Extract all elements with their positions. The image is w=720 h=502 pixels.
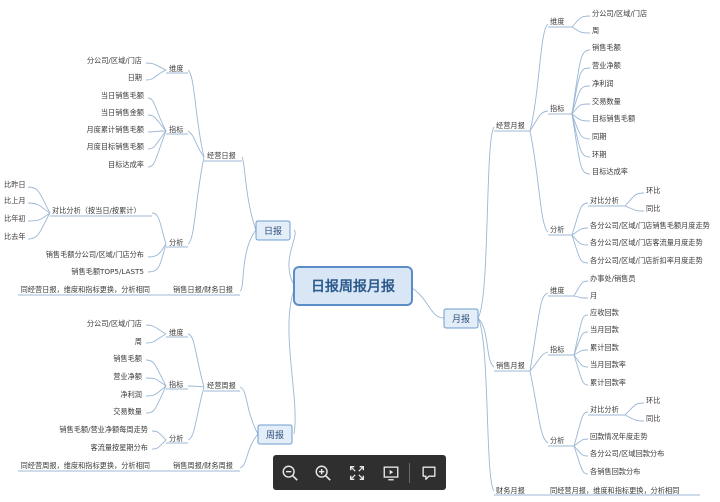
daily-metric-item[interactable]: 月度目标销售毛额 xyxy=(86,142,144,151)
daily-metric-branch[interactable]: 指标 xyxy=(169,125,183,134)
monthly-compare-analysis[interactable]: 对比分析 xyxy=(590,196,619,205)
daily-metric-item[interactable]: 目标达成率 xyxy=(108,160,144,169)
monthly-sales-metric-item[interactable]: 累计回款 xyxy=(590,343,619,352)
monthly-analysis-item[interactable]: 各分公司/区域/门店销售毛额月度走势 xyxy=(590,221,710,230)
monthly-metric-branch[interactable]: 指标 xyxy=(550,104,564,113)
comment-button[interactable] xyxy=(412,455,446,490)
daily-branch: 经营日报 维度 指标 分析 分公司/区域/门店 日期 当日销售毛额 当日销售金额… xyxy=(4,56,236,294)
monthly-sales-metric-item[interactable]: 应收回款 xyxy=(590,308,619,317)
zoom-out-icon xyxy=(282,465,298,481)
monthly-sales-analysis-item[interactable]: 各分公司/区域回款分布 xyxy=(590,449,664,458)
monthly-sales-metric-item[interactable]: 当月回款率 xyxy=(590,360,626,369)
daily-analysis-branch[interactable]: 分析 xyxy=(169,238,183,247)
fit-screen-icon xyxy=(349,465,365,480)
present-button[interactable] xyxy=(374,455,408,490)
daily-dim-branch[interactable]: 维度 xyxy=(169,64,183,73)
monthly-sales-analysis-item[interactable]: 回款情况年度走势 xyxy=(590,432,648,441)
weekly-fin-note[interactable]: 同经营周报，维度和指标更换，分析相同 xyxy=(21,461,150,470)
daily-compare-item[interactable]: 比昨日 xyxy=(4,180,26,189)
daily-dim-item[interactable]: 日期 xyxy=(128,73,142,82)
monthly-metric-item[interactable]: 环期 xyxy=(592,150,606,159)
daily-analysis-item[interactable]: 销售毛额分公司/区域/门店分布 xyxy=(46,250,144,259)
fit-screen-button[interactable] xyxy=(340,455,374,490)
monthly-analysis-item[interactable]: 各分公司/区域/门店客流量月度走势 xyxy=(590,238,703,247)
daily-fin-note[interactable]: 同经营日报，维度和指标更换，分析相同 xyxy=(21,285,150,294)
monthly-fin-branch[interactable]: 财务月报 xyxy=(496,486,525,495)
monthly-analysis-branch[interactable]: 分析 xyxy=(550,225,564,234)
weekly-metric-item[interactable]: 净利润 xyxy=(120,390,142,399)
weekly-analysis-branch[interactable]: 分析 xyxy=(169,434,183,443)
comment-icon xyxy=(422,465,436,480)
viewer-toolbar xyxy=(273,455,446,490)
monthly-metric-item[interactable]: 目标达成率 xyxy=(592,167,628,176)
monthly-mgmt-branch[interactable]: 经营月报 xyxy=(496,121,525,130)
monthly-sales-metric-item[interactable]: 当月回款 xyxy=(590,325,619,334)
weekly-analysis-item[interactable]: 客流量按星期分布 xyxy=(90,443,148,452)
daily-metric-item[interactable]: 月度累计销售毛额 xyxy=(86,125,144,134)
daily-metric-item[interactable]: 当日销售毛额 xyxy=(101,91,144,100)
daily-compare-item[interactable]: 比上月 xyxy=(4,196,26,205)
monthly-sales-analysis-item[interactable]: 各销售回款分布 xyxy=(590,467,640,476)
monthly-sales-compare-item[interactable]: 同比 xyxy=(646,414,660,423)
monthly-metric-item[interactable]: 净利润 xyxy=(592,79,614,88)
daily-root-node[interactable]: 日报 xyxy=(255,220,291,241)
monthly-metric-item[interactable]: 交易数量 xyxy=(592,97,621,106)
monthly-sales-dim-item[interactable]: 月 xyxy=(590,291,597,300)
daily-fin-branch[interactable]: 销售日报/财务日报 xyxy=(173,285,233,294)
monthly-sales-analysis-branch[interactable]: 分析 xyxy=(550,436,564,445)
daily-compare-analysis[interactable]: 对比分析（按当日/按累计） xyxy=(52,206,141,215)
weekly-metric-branch[interactable]: 指标 xyxy=(169,380,183,389)
weekly-mgmt-branch[interactable]: 经营周报 xyxy=(207,381,236,390)
monthly-fin-note[interactable]: 同经营月报，维度和指标更换，分析相同 xyxy=(550,486,679,495)
zoom-in-button[interactable] xyxy=(307,455,341,490)
monthly-sales-dim-branch[interactable]: 维度 xyxy=(550,286,564,295)
monthly-dim-branch[interactable]: 维度 xyxy=(550,17,564,26)
daily-compare-item[interactable]: 比去年 xyxy=(4,232,26,241)
daily-compare-item[interactable]: 比年初 xyxy=(4,214,26,223)
daily-analysis-item[interactable]: 销售毛额TOP5/LAST5 xyxy=(71,267,144,276)
monthly-metric-item[interactable]: 营业净额 xyxy=(592,61,621,70)
toolbar-divider xyxy=(409,462,411,483)
monthly-dim-item[interactable]: 分公司/区域/门店 xyxy=(592,9,647,18)
weekly-metric-item[interactable]: 营业净额 xyxy=(113,372,142,381)
weekly-metric-item[interactable]: 交易数量 xyxy=(113,407,142,416)
zoom-out-button[interactable] xyxy=(273,455,307,490)
connector-lines xyxy=(18,15,700,496)
daily-mgmt-branch[interactable]: 经营日报 xyxy=(207,151,236,160)
monthly-sales-metric-item[interactable]: 累计回款率 xyxy=(590,378,626,387)
present-icon xyxy=(383,465,399,480)
weekly-metric-item[interactable]: 销售毛额 xyxy=(113,354,142,363)
central-title: 日报周报月报 xyxy=(311,279,395,295)
monthly-metric-item[interactable]: 目标销售毛额 xyxy=(592,114,635,123)
weekly-dim-item[interactable]: 周 xyxy=(135,337,142,346)
weekly-fin-branch[interactable]: 销售周报/财务周报 xyxy=(173,461,233,470)
zoom-in-icon xyxy=(315,465,332,481)
weekly-analysis-item[interactable]: 销售毛额/营业净额每周走势 xyxy=(59,425,148,434)
weekly-root-node[interactable]: 周报 xyxy=(257,424,293,445)
monthly-compare-item[interactable]: 环比 xyxy=(646,186,660,195)
daily-metric-item[interactable]: 当日销售金额 xyxy=(101,108,144,117)
monthly-dim-item[interactable]: 周 xyxy=(592,26,599,35)
monthly-root-label: 月报 xyxy=(452,313,470,325)
monthly-metric-item[interactable]: 销售毛额 xyxy=(592,43,621,52)
daily-dim-item[interactable]: 分公司/区域/门店 xyxy=(87,56,142,65)
monthly-branch: 经营月报 维度 指标 分析 分公司/区域/门店 周 销售毛额 营业净额 净利润 … xyxy=(496,9,710,495)
monthly-sales-compare-item[interactable]: 环比 xyxy=(646,396,660,405)
monthly-sales-branch[interactable]: 销售月报 xyxy=(496,361,525,370)
monthly-root-node[interactable]: 月报 xyxy=(443,308,479,329)
monthly-sales-dim-item[interactable]: 办事处/销售员 xyxy=(590,274,636,283)
daily-root-label: 日报 xyxy=(264,225,282,237)
monthly-sales-metric-branch[interactable]: 指标 xyxy=(550,345,564,354)
weekly-root-label: 周报 xyxy=(266,429,284,441)
monthly-sales-compare-analysis[interactable]: 对比分析 xyxy=(590,405,619,414)
weekly-dim-item[interactable]: 分公司/区域/门店 xyxy=(87,319,142,328)
monthly-metric-item[interactable]: 同期 xyxy=(592,132,606,141)
monthly-compare-item[interactable]: 同比 xyxy=(646,204,660,213)
weekly-branch: 经营周报 维度 指标 分析 分公司/区域/门店 周 销售毛额 营业净额 净利润 … xyxy=(21,319,236,470)
monthly-analysis-item[interactable]: 各分公司/区域/门店折扣率月度走势 xyxy=(590,256,703,265)
central-node[interactable]: 日报周报月报 xyxy=(293,266,413,306)
weekly-dim-branch[interactable]: 维度 xyxy=(169,328,183,337)
